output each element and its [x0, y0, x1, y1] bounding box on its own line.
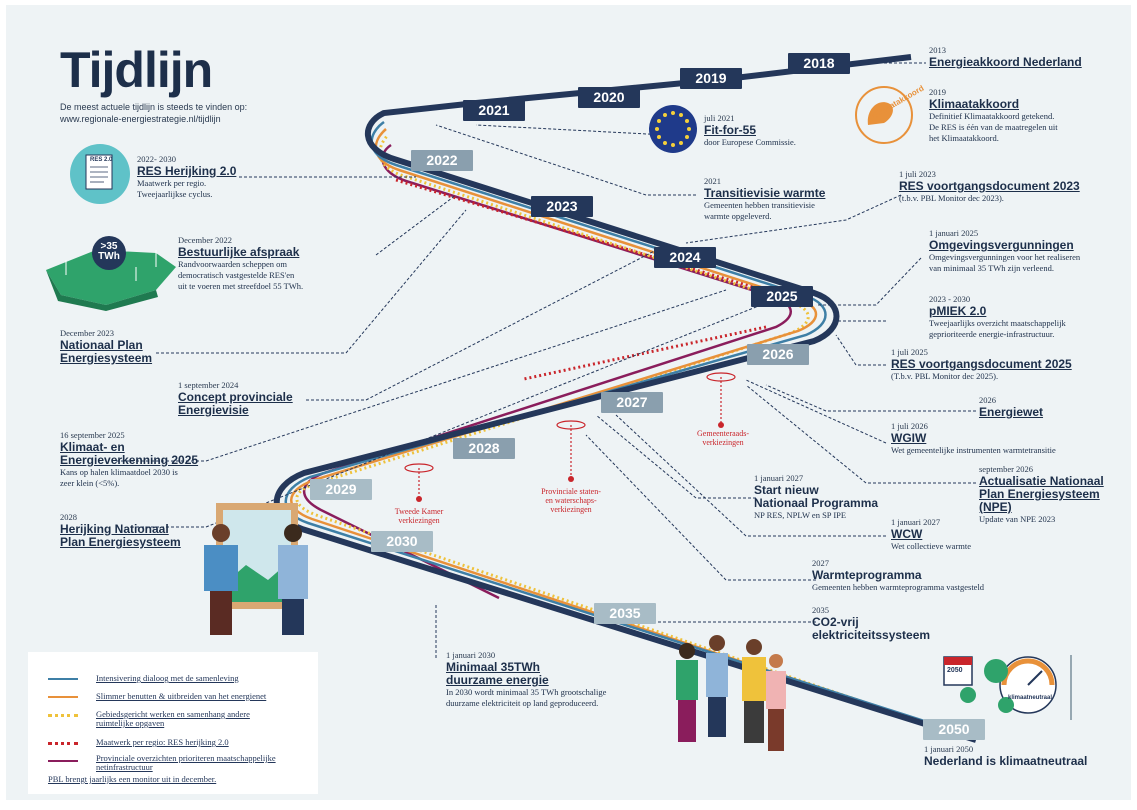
meter-label: klimaatneutraal — [1008, 695, 1053, 701]
provinciale-verkiezingen-label: Provinciale staten-en waterschaps-verkie… — [541, 487, 601, 514]
event-herijking-npe: 2028 Herijking Nationaal Plan Energiesys… — [60, 512, 181, 549]
page-subtitle: De meest actuele tijdlijn is steeds te v… — [60, 101, 247, 125]
event-klimaatakkoord: 2019 Klimaatakkoord Definitief Klimaatak… — [929, 87, 1058, 143]
event-pmiek: 2023 - 2030 pMIEK 2.0 Tweejaarlijks over… — [929, 294, 1066, 339]
netherlands-map-icon — [46, 236, 176, 311]
year-2022: 2022 — [411, 150, 473, 171]
tijdlijn-link[interactable]: www.regionale-energiestrategie.nl/tijdli… — [60, 114, 221, 124]
blue-line — [284, 120, 975, 739]
klimaatneutraal-2050-illustration — [943, 655, 1072, 720]
calendar-2050-label: 2050 — [947, 667, 963, 674]
infographic-page: Tijdlijn De meest actuele tijdlijn is st… — [6, 5, 1131, 800]
year-2029: 2029 — [310, 479, 372, 500]
people-group-illustration — [676, 635, 786, 751]
year-2025: 2025 — [751, 286, 813, 307]
legend-swatch-orange — [48, 696, 78, 698]
event-transitievisie: 2021 Transitievisie warmte Gemeenten heb… — [704, 176, 826, 221]
event-fit-for-55: juli 2021 Fit-for-55 door Europese Commi… — [704, 113, 796, 147]
res-icon — [70, 144, 130, 204]
res-badge-label: RES 2.0 — [90, 157, 113, 163]
year-2026: 2026 — [747, 344, 809, 365]
event-actualisatie-npe: september 2026 Actualisatie Nationaal Pl… — [979, 464, 1104, 524]
year-2021: 2021 — [463, 100, 525, 121]
subtitle-line: De meest actuele tijdlijn is steeds te v… — [60, 102, 248, 112]
event-nationaal-plan: December 2023 Nationaal Plan Energiesyst… — [60, 328, 153, 365]
event-omgevingsvergunningen: 1 januari 2025 Omgevingsvergunningen Omg… — [929, 228, 1081, 273]
event-res-voortgang-2025: 1 juli 2025 RES voortgangsdocument 2025 … — [891, 347, 1072, 381]
eu-flag-icon — [649, 105, 697, 153]
event-klimaatneutraal: 1 januari 2050 Nederland is klimaatneutr… — [924, 744, 1088, 768]
legend-swatch-purple — [48, 760, 78, 762]
event-warmteprogramma: 2027 Warmteprogramma Gemeenten hebben wa… — [812, 558, 985, 592]
purple-line — [302, 143, 792, 600]
legend-swatch-red — [48, 742, 78, 745]
legend-swatch-blue — [48, 678, 78, 680]
year-2028: 2028 — [453, 438, 515, 459]
klimaatakkoord-logo — [855, 86, 913, 144]
event-wgiw: 1 juli 2026 WGIW Wet gemeentelijke instr… — [891, 421, 1056, 455]
gemeenteraadsverkiezingen-label: Gemeenteraads-verkiezingen — [697, 429, 749, 447]
year-2030: 2030 — [371, 531, 433, 552]
legend-item: Slimmer benutten & uitbreiden van het en… — [96, 691, 267, 701]
year-2027: 2027 — [601, 392, 663, 413]
year-2020: 2020 — [578, 87, 640, 108]
legend: Intensivering dialoog met de samenleving… — [28, 652, 318, 794]
legend-swatch-yellow — [48, 714, 78, 717]
pbl-monitor-note[interactable]: PBL brengt jaarlijks een monitor uit in … — [48, 774, 217, 784]
legend-item: netinfrastructuur — [96, 762, 153, 772]
year-2023: 2023 — [531, 196, 593, 217]
legend-item: Intensivering dialoog met de samenleving — [96, 673, 239, 683]
year-2024: 2024 — [654, 247, 716, 268]
event-klimaat-energieverkenning: 16 september 2025 Klimaat- en Energiever… — [60, 430, 199, 488]
orange-line — [290, 128, 972, 740]
legend-item: Gebiedsgericht werken en samenhang ander… — [96, 709, 250, 719]
event-concept-energievisie: 1 september 2024 Concept provinciale Ene… — [178, 380, 293, 417]
year-2019: 2019 — [680, 68, 742, 89]
page-title: Tijdlijn — [60, 42, 213, 98]
event-co2-vrij: 2035 CO2-vrij elektriciteitssysteem — [812, 605, 931, 642]
event-res-herijking: 2022- 2030 RES Herijking 2.0 Maatwerk pe… — [137, 154, 237, 199]
event-res-voortgang-2023: 1 juli 2023 RES voortgangsdocument 2023 … — [899, 169, 1080, 203]
legend-item: Maatwerk per regio: RES herijking 2.0 — [96, 737, 229, 747]
event-start-nieuw-np: 1 januari 2027 Start nieuw Nationaal Pro… — [754, 473, 879, 520]
event-energieakkoord: 2013 Energieakkoord Nederland — [929, 45, 1082, 69]
event-minimaal-35twh: 1 januari 2030 Minimaal 35TWh duurzame e… — [446, 650, 607, 708]
event-wcw: 1 januari 2027 WCW Wet collectieve warmt… — [891, 517, 972, 551]
year-2050: 2050 — [923, 719, 985, 740]
election-markers — [404, 372, 736, 497]
people-window-illustration — [204, 503, 308, 635]
year-2018: 2018 — [788, 53, 850, 74]
legend-item: Provinciale overzichten prioriteren maat… — [96, 753, 276, 763]
legend-item: ruimtelijke opgaven — [96, 718, 165, 728]
connector-lines — [116, 62, 976, 660]
red-dotted-line — [395, 178, 787, 381]
event-bestuurlijke-afspraak: December 2022 Bestuurlijke afspraak Rand… — [178, 235, 304, 291]
year-2035: 2035 — [594, 603, 656, 624]
yellow-dotted-line — [295, 133, 967, 739]
event-energiewet: 2026 Energiewet — [979, 395, 1044, 419]
timeline-road — [46, 54, 1072, 751]
